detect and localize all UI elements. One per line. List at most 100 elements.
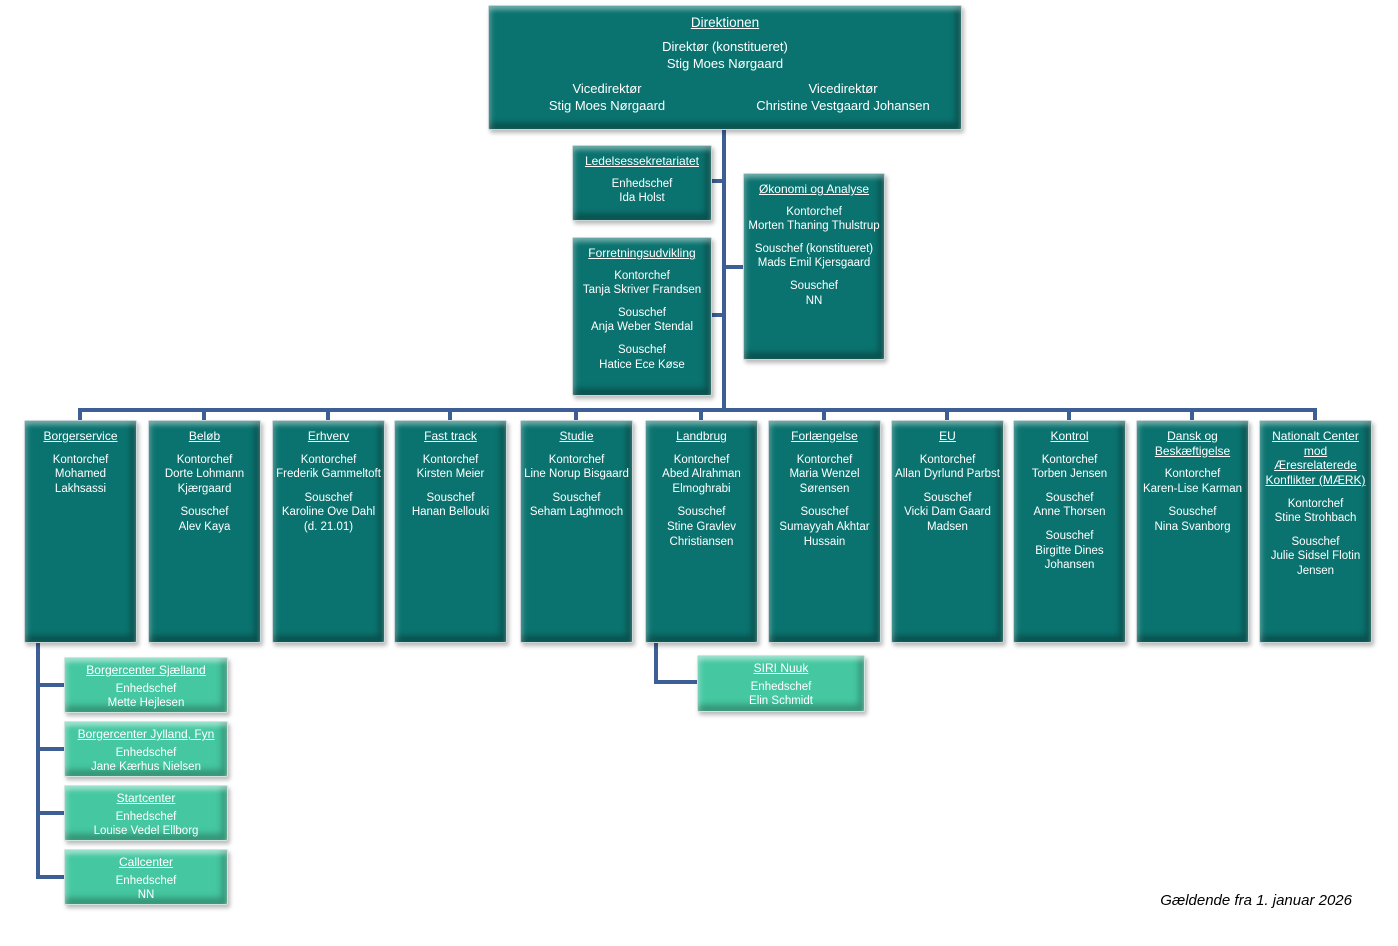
vice-director-2: Vicedirektør Christine Vestgaard Johanse… xyxy=(725,81,961,114)
role-title: Souschef xyxy=(180,506,229,519)
role: Souschef Sumayyah Akhtar Hussain xyxy=(769,505,880,549)
box-title: Direktionen xyxy=(690,15,760,30)
connector-borgercenter-sjaelland xyxy=(36,683,64,687)
connector-stub-dansk xyxy=(1190,408,1194,420)
connector-startcenter xyxy=(36,811,64,815)
box-title: Borgerservice xyxy=(43,429,118,443)
subunit-box-startcenter: Startcenter Enhedschef Louise Vedel Ellb… xyxy=(64,785,228,841)
role-title: Souschef xyxy=(923,491,972,504)
role-title: Souschef xyxy=(677,506,726,519)
role-title: Souschef xyxy=(618,306,666,319)
connector-stub-forlaengelse xyxy=(822,408,826,420)
role-name: Abed Alrahman Elmoghrabi xyxy=(662,468,741,495)
connector-stub-landbrug xyxy=(699,408,703,420)
role: Kontorchef Morten Thaning Thulstrup xyxy=(744,205,884,234)
box-title: SIRI Nuuk xyxy=(753,661,809,675)
connector-main-horizontal xyxy=(78,408,1317,412)
role-title: Souschef xyxy=(1045,530,1094,542)
role-name: Elin Schmidt xyxy=(749,695,813,708)
box-title: Forlængelse xyxy=(791,429,858,443)
role-title: Kontorchef xyxy=(673,453,730,466)
role: Souschef Anne Thorsen xyxy=(1014,491,1125,520)
box-okonomi-og-analyse: Økonomi og Analyse Kontorchef Morten Tha… xyxy=(743,173,885,360)
role: Kontorchef Mohamed Lakhsassi xyxy=(25,453,136,497)
box-title: Dansk og Beskæftigelse xyxy=(1154,429,1231,458)
role-title: Enhedschef xyxy=(750,680,812,693)
role-name: Karen-Lise Karman xyxy=(1142,482,1243,495)
role: Souschef Birgitte Dines Johansen xyxy=(1014,529,1125,573)
role-name: Mads Emil Kjersgaard xyxy=(757,257,871,270)
connector-stub-belob xyxy=(202,408,206,420)
vice-director-1: Vicedirektør Stig Moes Nørgaard xyxy=(489,81,725,114)
role-name: Mette Hejlesen xyxy=(107,697,185,710)
role: Souschef NN xyxy=(744,279,884,308)
role-name: Morten Thaning Thulstrup xyxy=(748,220,880,233)
role: Enhedschef Louise Vedel Ellborg xyxy=(65,810,227,839)
connector-ledelsessekretariatet xyxy=(710,179,722,183)
role: Souschef Julie Sidsel Flotin Jensen xyxy=(1260,535,1371,579)
role: Souschef (konstitueret) Mads Emil Kjersg… xyxy=(744,242,884,271)
dept-box-erhverv: Erhverv Kontorchef Frederik Gammeltoft S… xyxy=(272,420,385,643)
dept-box-kontrol: Kontrol Kontorchef Torben Jensen Sousche… xyxy=(1013,420,1126,643)
role-title: Souschef xyxy=(304,491,353,504)
connector-stub-eu xyxy=(945,408,949,420)
role-title: Souschef xyxy=(800,506,849,519)
role-name: Vicki Dam Gaard Madsen xyxy=(904,506,991,533)
role: Souschef Seham Laghmoch xyxy=(521,491,632,520)
role: Kontorchef Line Norup Bisgaard xyxy=(521,453,632,482)
dept-box-landbrug: Landbrug Kontorchef Abed Alrahman Elmogh… xyxy=(645,420,758,643)
role: Souschef Nina Svanborg xyxy=(1137,505,1248,534)
box-title: Ledelsessekretariatet xyxy=(584,154,700,168)
role-title: Kontorchef xyxy=(1041,453,1098,466)
role-title: Souschef xyxy=(552,491,601,504)
role-name: Tanja Skriver Frandsen xyxy=(582,284,702,297)
role-title: Enhedschef xyxy=(115,874,177,887)
role: Kontorchef Karen-Lise Karman xyxy=(1137,467,1248,496)
role-name: Maria Wenzel Sørensen xyxy=(789,468,860,495)
box-title: Landbrug xyxy=(676,429,727,443)
role-title: Kontorchef xyxy=(52,453,109,466)
role-title: Kontorchef xyxy=(176,453,233,466)
box-title: Kontrol xyxy=(1050,429,1089,443)
role-name: Stine Strohbach xyxy=(1274,512,1357,525)
role-title: Kontorchef xyxy=(786,205,842,218)
role: Kontorchef Abed Alrahman Elmoghrabi xyxy=(646,453,757,497)
role-name: Mohamed Lakhsassi xyxy=(54,468,107,495)
role-name: Louise Vedel Ellborg xyxy=(93,825,199,838)
role: Souschef Stine Gravlev Christiansen xyxy=(646,505,757,549)
dept-box-dansk-og-beskaeftigelse: Dansk og Beskæftigelse Kontorchef Karen-… xyxy=(1136,420,1249,643)
role: Enhedschef NN xyxy=(65,874,227,903)
role-name: Hatice Ece Køse xyxy=(599,358,685,371)
box-title: Økonomi og Analyse xyxy=(758,182,870,196)
role-name: Anne Thorsen xyxy=(1033,506,1106,519)
role-name: Birgitte Dines Johansen xyxy=(1035,544,1104,572)
subunit-box-borgercenter-sjaelland: Borgercenter Sjælland Enhedschef Mette H… xyxy=(64,657,228,713)
role-title: Souschef xyxy=(618,344,666,356)
subunit-box-callcenter: Callcenter Enhedschef NN xyxy=(64,849,228,905)
role-name: Karoline Ove Dahl (d. 21.01) xyxy=(281,506,376,533)
role-title: Vicedirektør xyxy=(572,81,642,97)
role-title: Kontorchef xyxy=(919,453,976,466)
role-title: Souschef xyxy=(1291,535,1340,548)
dept-box-eu: EU Kontorchef Allan Dyrlund Parbst Sousc… xyxy=(891,420,1004,643)
box-title: Studie xyxy=(559,429,594,443)
role-name: Line Norup Bisgaard xyxy=(524,468,629,481)
role-title: Vicedirektør xyxy=(808,81,878,97)
role-title: Souschef xyxy=(1045,491,1094,504)
role: Kontorchef Stine Strohbach xyxy=(1260,497,1371,526)
role-title: Kontorchef xyxy=(1164,468,1221,481)
box-title: Forretningsudvikling xyxy=(588,246,696,260)
box-title: Borgercenter Sjælland xyxy=(86,663,206,677)
dept-box-maerk: Nationalt Center mod Æresrelaterede Konf… xyxy=(1259,420,1372,643)
box-title: Beløb xyxy=(188,429,221,443)
role-title: Kontorchef xyxy=(422,453,479,466)
role-name: Stine Gravlev Christiansen xyxy=(666,521,737,548)
role: Souschef Hanan Bellouki xyxy=(395,491,506,520)
box-title: Nationalt Center mod Æresrelaterede Konf… xyxy=(1265,429,1366,487)
role: Souschef Anja Weber Stendal xyxy=(573,306,711,335)
role-name: Nina Svanborg xyxy=(1154,521,1231,534)
connector-stub-erhverv xyxy=(326,408,330,420)
role: Enhedschef Jane Kærhus Nielsen xyxy=(65,746,227,775)
role: Enhedschef Mette Hejlesen xyxy=(65,682,227,711)
footer-note: Gældende fra 1. januar 2026 xyxy=(1160,892,1352,909)
